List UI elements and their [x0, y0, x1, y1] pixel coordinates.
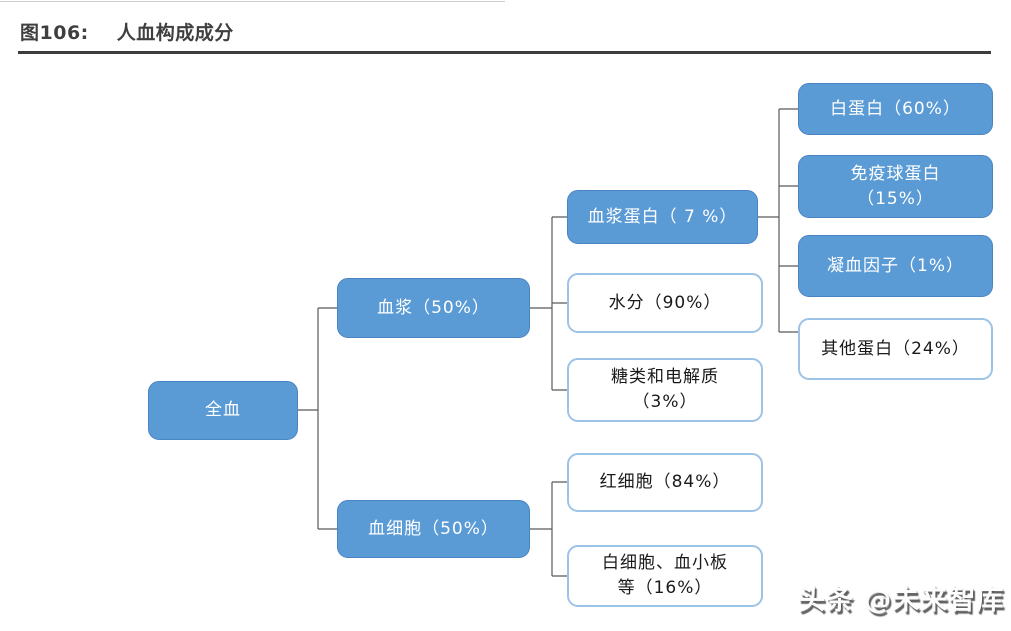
connector-blood-cells	[530, 481, 567, 577]
connector-plasma-protein	[758, 108, 798, 333]
node-red-blood-cells: 红细胞（84%）	[567, 453, 763, 512]
page-title: 人血构成成分	[116, 22, 234, 44]
watermark: 头条 @未来智库	[798, 585, 1005, 616]
node-blood-cells: 血细胞（50%）	[337, 500, 530, 558]
connector-root	[298, 307, 337, 530]
node-albumin: 白蛋白（60%）	[798, 83, 993, 135]
node-whole-blood: 全血	[148, 381, 298, 440]
node-white-cells-platelets: 白细胞、血小板 等（16%）	[567, 545, 763, 607]
node-water: 水分（90%）	[567, 273, 763, 333]
node-plasma: 血浆（50%）	[337, 278, 530, 338]
node-plasma-protein: 血浆蛋白（ 7 %）	[567, 190, 758, 244]
node-immunoglobulin: 免疫球蛋白 （15%）	[798, 155, 993, 218]
node-sugar-electrolytes: 糖类和电解质 （3%）	[567, 358, 763, 422]
top-hairline	[0, 1, 505, 2]
title-underline	[18, 51, 991, 54]
node-other-proteins: 其他蛋白（24%）	[798, 318, 993, 380]
figure-title-row: 图106: 人血构成成分	[20, 18, 234, 45]
connector-plasma	[530, 216, 567, 391]
node-coagulation-factors: 凝血因子（1%）	[798, 235, 993, 297]
figure-number: 图106:	[20, 22, 89, 44]
